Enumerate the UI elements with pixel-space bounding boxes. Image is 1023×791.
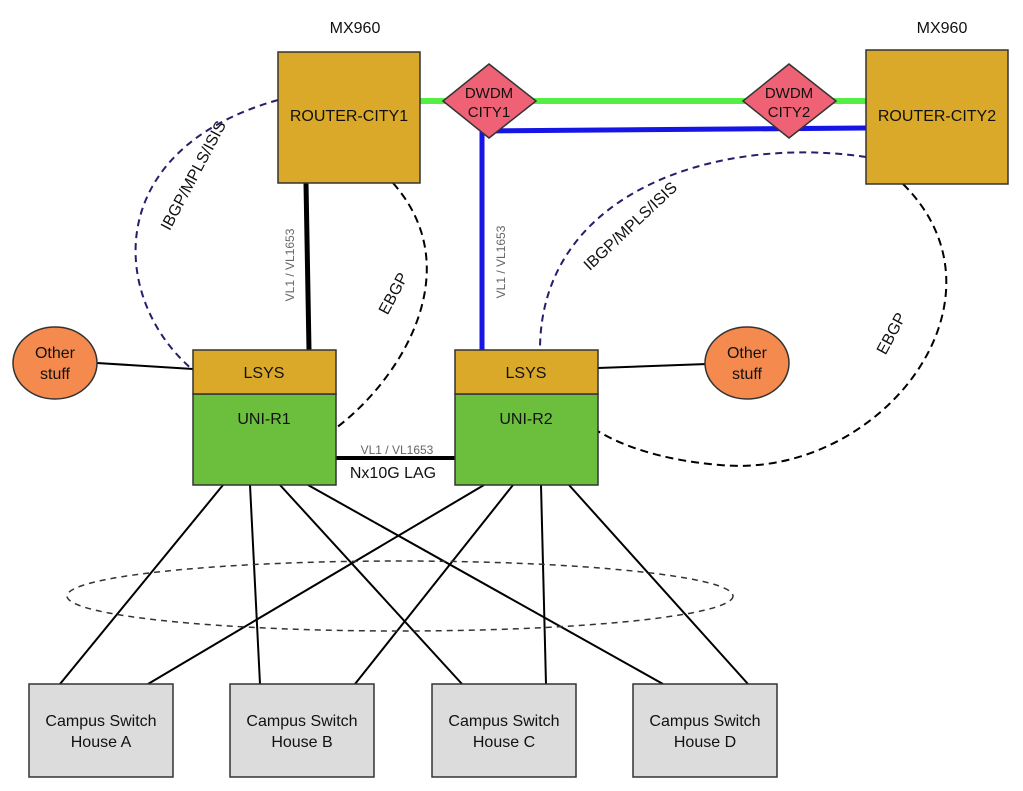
- dwdm-city1-line1: DWDM: [465, 85, 513, 102]
- link-other-right: [597, 363, 708, 369]
- campus-lag-ellipse: [66, 560, 734, 632]
- uni-r2-label: UNI-R2: [499, 411, 552, 428]
- campus-switch-a-line2: House A: [71, 734, 132, 751]
- dwdm-city2-line1: DWDM: [765, 85, 813, 102]
- uni-r1-label: UNI-R1: [237, 411, 290, 428]
- ebgp-label-right: EBGP: [874, 310, 910, 357]
- ebgp-session-right: [595, 183, 948, 467]
- other-stuff-right-line1: Other: [727, 345, 768, 362]
- dwdm-city2-line2: CITY2: [768, 104, 811, 121]
- campus-switch-c-line2: House C: [473, 734, 535, 751]
- uni-r1[interactable]: LSYS UNI-R1: [192, 349, 337, 486]
- campus-switch-b-line2: House B: [271, 734, 332, 751]
- dwdm-city2[interactable]: DWDM CITY2: [741, 63, 838, 139]
- other-stuff-right-line2: stuff: [732, 366, 763, 383]
- other-stuff-left-line1: Other: [35, 345, 76, 362]
- campus-switch-d-line1: Campus Switch: [649, 713, 760, 730]
- campus-switch-b[interactable]: Campus Switch House B: [229, 683, 375, 778]
- campus-switch-a-line1: Campus Switch: [45, 713, 156, 730]
- campus-downlinks: [59, 484, 749, 685]
- uni-r2[interactable]: LSYS UNI-R2: [454, 349, 599, 486]
- uni-r2-lsys-label: LSYS: [506, 365, 547, 382]
- link-other-left: [96, 362, 194, 370]
- ebgp-label-left: EBGP: [376, 270, 412, 317]
- vl-label-lag: VL1 / VL1653: [361, 443, 434, 457]
- link-blue-city2-to-uni-r2: [479, 125, 867, 350]
- campus-switch-a[interactable]: Campus Switch House A: [28, 683, 174, 778]
- campus-switch-d-line2: House D: [674, 734, 736, 751]
- router-city2-label: ROUTER-CITY2: [878, 108, 996, 125]
- dwdm-city1-line2: CITY1: [468, 104, 511, 121]
- campus-switch-d[interactable]: Campus Switch House D: [632, 683, 778, 778]
- campus-switch-c[interactable]: Campus Switch House C: [431, 683, 577, 778]
- router-city1-model: MX960: [330, 20, 381, 37]
- vl-label-left: VL1 / VL1653: [283, 228, 297, 301]
- other-stuff-right[interactable]: Other stuff: [704, 326, 790, 400]
- lag-label: Nx10G LAG: [350, 465, 436, 482]
- router-city1[interactable]: ROUTER-CITY1: [277, 51, 421, 184]
- vl-label-mid: VL1 / VL1653: [494, 225, 508, 298]
- ibgp-session-right: [539, 151, 867, 351]
- ibgp-label-left: IBGP/MPLS/ISIS: [158, 119, 230, 234]
- router-city1-label: ROUTER-CITY1: [290, 108, 408, 125]
- ebgp-session-left: [335, 182, 428, 429]
- other-stuff-left[interactable]: Other stuff: [12, 326, 98, 400]
- other-stuff-left-line2: stuff: [40, 366, 71, 383]
- ibgp-session-left: [134, 99, 279, 371]
- campus-switch-c-line1: Campus Switch: [448, 713, 559, 730]
- dwdm-city1[interactable]: DWDM CITY1: [441, 63, 538, 139]
- uni-r1-lsys-label: LSYS: [244, 365, 285, 382]
- link-city1-to-uni-r1: [303, 182, 312, 351]
- campus-switch-b-line1: Campus Switch: [246, 713, 357, 730]
- router-city2-model: MX960: [917, 20, 968, 37]
- router-city2[interactable]: ROUTER-CITY2: [865, 49, 1009, 185]
